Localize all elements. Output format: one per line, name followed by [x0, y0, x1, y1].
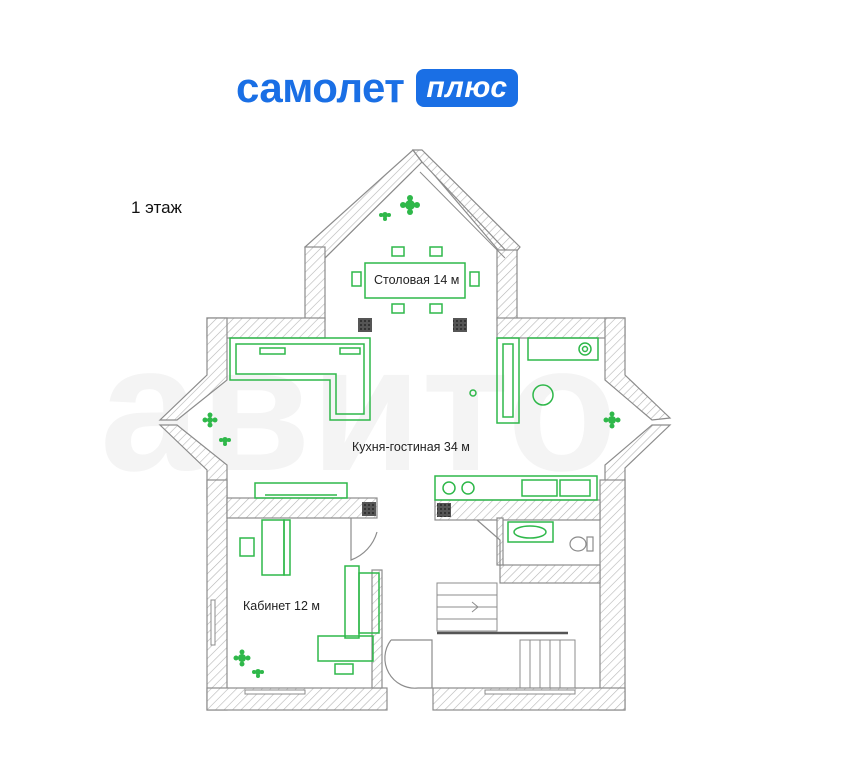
dining-table — [351, 246, 480, 314]
sofa — [229, 337, 371, 421]
plant-icon — [379, 212, 391, 221]
plant-icon — [219, 437, 231, 446]
tv-unit — [254, 482, 348, 499]
toilet — [569, 536, 594, 552]
windows — [210, 171, 576, 695]
plant-icon — [603, 411, 621, 429]
staircase — [436, 582, 576, 689]
kitchen-counter — [434, 475, 598, 501]
column — [453, 318, 467, 332]
floor-label: 1 этаж — [131, 198, 182, 217]
plant-icon — [202, 412, 218, 428]
exterior-walls — [158, 149, 672, 711]
plant-icon — [233, 649, 251, 667]
wardrobe — [344, 565, 380, 639]
column — [358, 318, 372, 332]
doors — [350, 518, 501, 689]
office-desk — [317, 635, 374, 675]
brand-logo: самолет плюс — [236, 64, 518, 112]
bathtub — [507, 521, 554, 543]
logo-word: самолет — [236, 64, 405, 111]
column — [362, 502, 376, 516]
plant-icon — [400, 195, 420, 215]
office-desk — [239, 519, 291, 576]
room-label-dining: Столовая 14 м — [374, 273, 459, 287]
room-label-office: Кабинет 12 м — [243, 599, 320, 613]
kitchen-counter — [527, 337, 599, 361]
plants — [202, 195, 621, 678]
kitchen-island — [469, 337, 554, 424]
plant-icon — [252, 669, 264, 678]
room-label-kitchen-living: Кухня-гостиная 34 м — [352, 440, 470, 454]
column — [437, 503, 451, 517]
logo-badge: плюс — [416, 69, 518, 107]
